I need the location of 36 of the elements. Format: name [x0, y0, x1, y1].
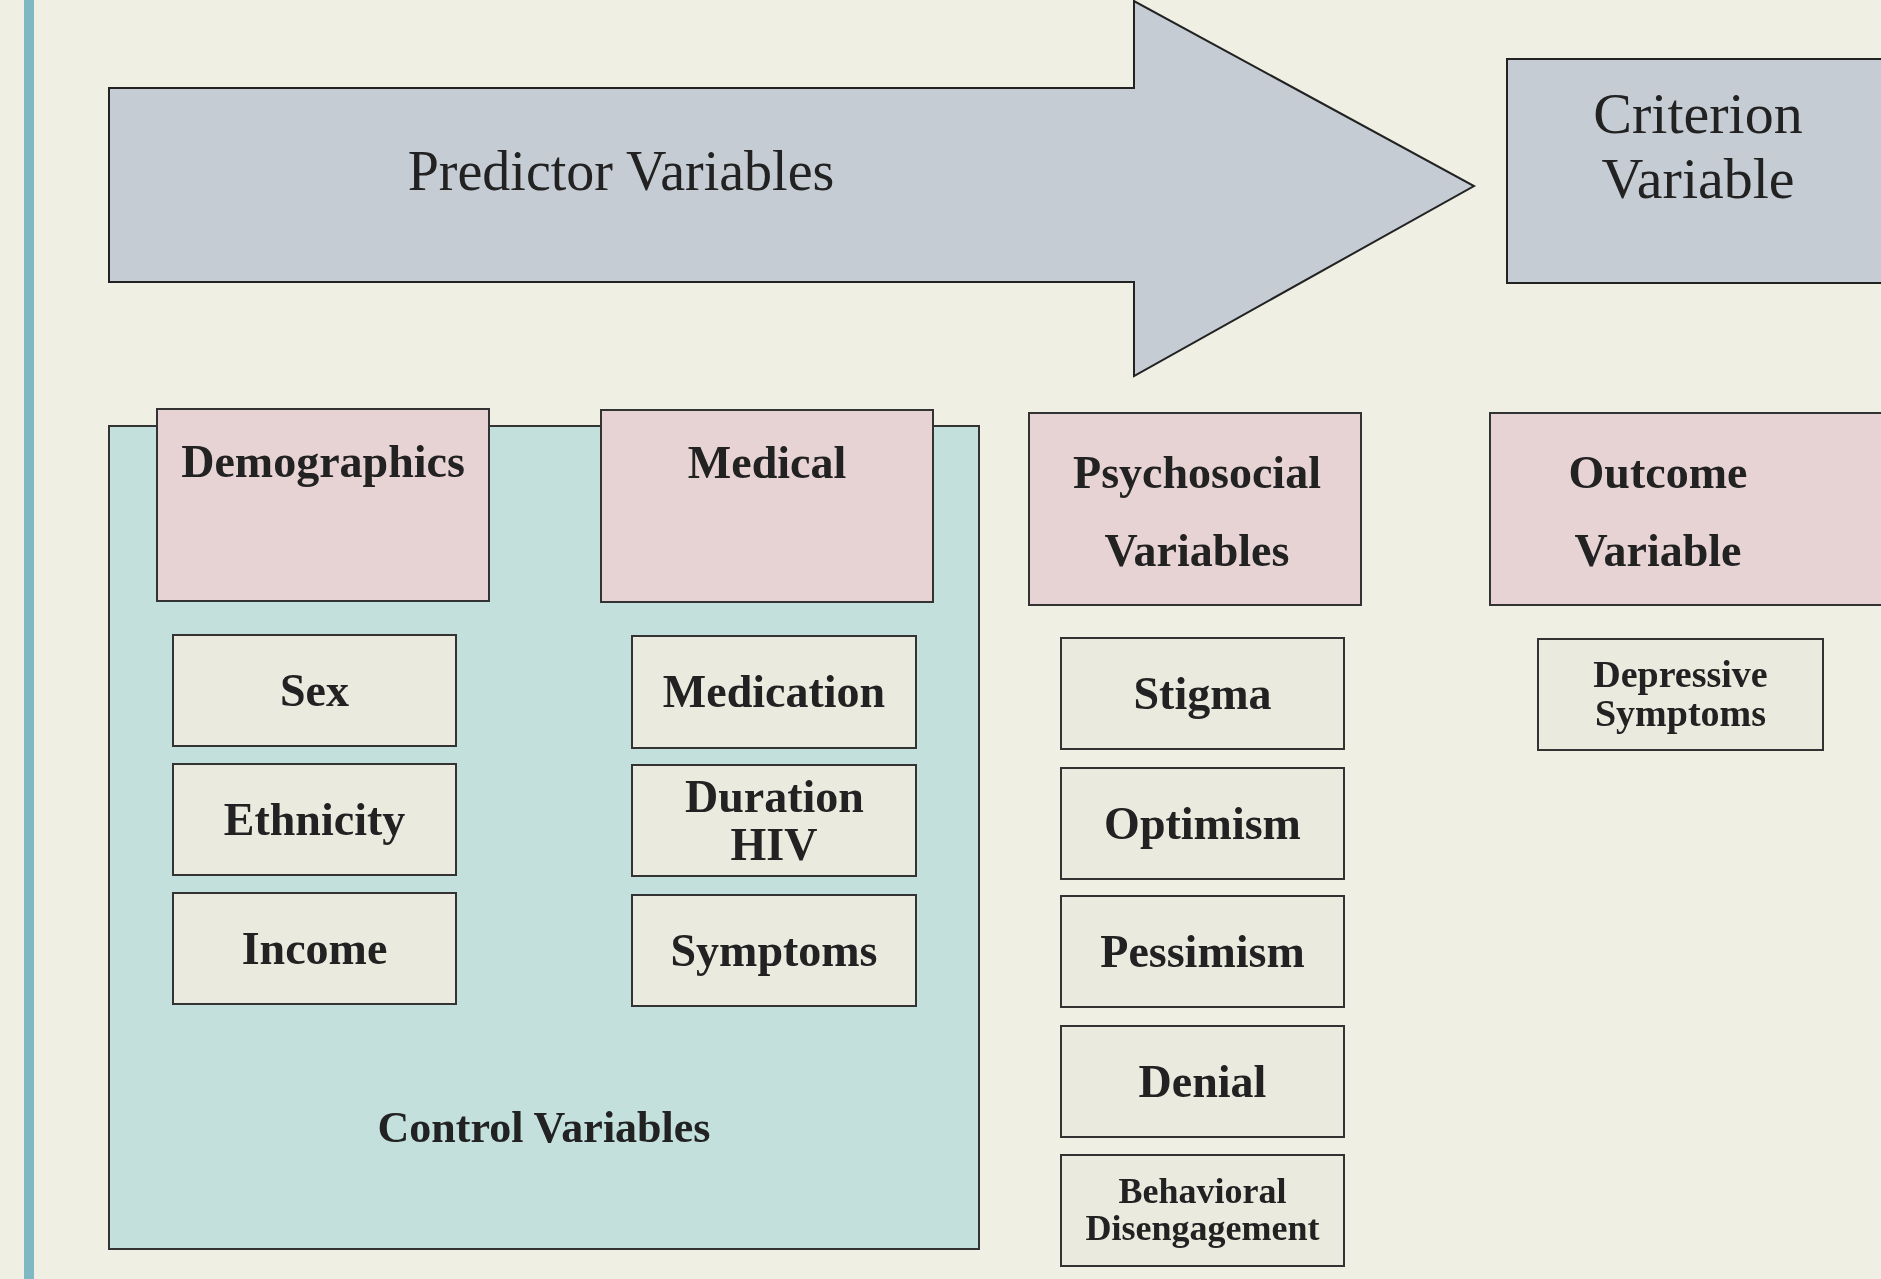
label-text: Ethnicity [222, 795, 407, 844]
label-text: Denial [1137, 1057, 1268, 1106]
label-text: Duration HIV [684, 772, 865, 869]
variable-box [631, 635, 917, 749]
variable-box [1060, 767, 1345, 880]
label-text: Medical [686, 436, 848, 490]
variable-box [1060, 895, 1345, 1008]
variable-box [172, 892, 457, 1005]
variable-box [631, 894, 917, 1007]
label-text: Sex [279, 666, 350, 715]
label-text: Psychosocial Variables [1072, 446, 1322, 579]
label-text: Demographics [180, 435, 466, 489]
variable-box [172, 634, 457, 747]
variable-box [1060, 1154, 1345, 1267]
label-text: Symptoms [669, 926, 879, 975]
label-text: Income [240, 924, 389, 973]
label-text: Optimism [1103, 799, 1302, 848]
label-text: Outcome Variable [1567, 446, 1749, 579]
label-text: Control Variables [376, 1102, 712, 1154]
category-box [1489, 412, 1881, 606]
label-text: Pessimism [1099, 927, 1306, 976]
variable-box [1060, 637, 1345, 750]
variable-box [1060, 1025, 1345, 1138]
category-box [600, 409, 934, 603]
label-text: Depressive Symptoms [1592, 654, 1769, 735]
variable-box [172, 763, 457, 876]
heading-label: Predictor Variables [406, 139, 836, 204]
category-box [156, 408, 490, 602]
label-text: Stigma [1132, 669, 1273, 718]
category-box [1028, 412, 1362, 606]
variable-box [631, 764, 917, 877]
variable-box [1537, 638, 1824, 751]
label-text: Behavioral Disengagement [1084, 1172, 1321, 1249]
heading-label: Criterion Variable [1592, 82, 1804, 212]
heading-box [1506, 58, 1881, 284]
label-text: Medication [661, 667, 887, 717]
